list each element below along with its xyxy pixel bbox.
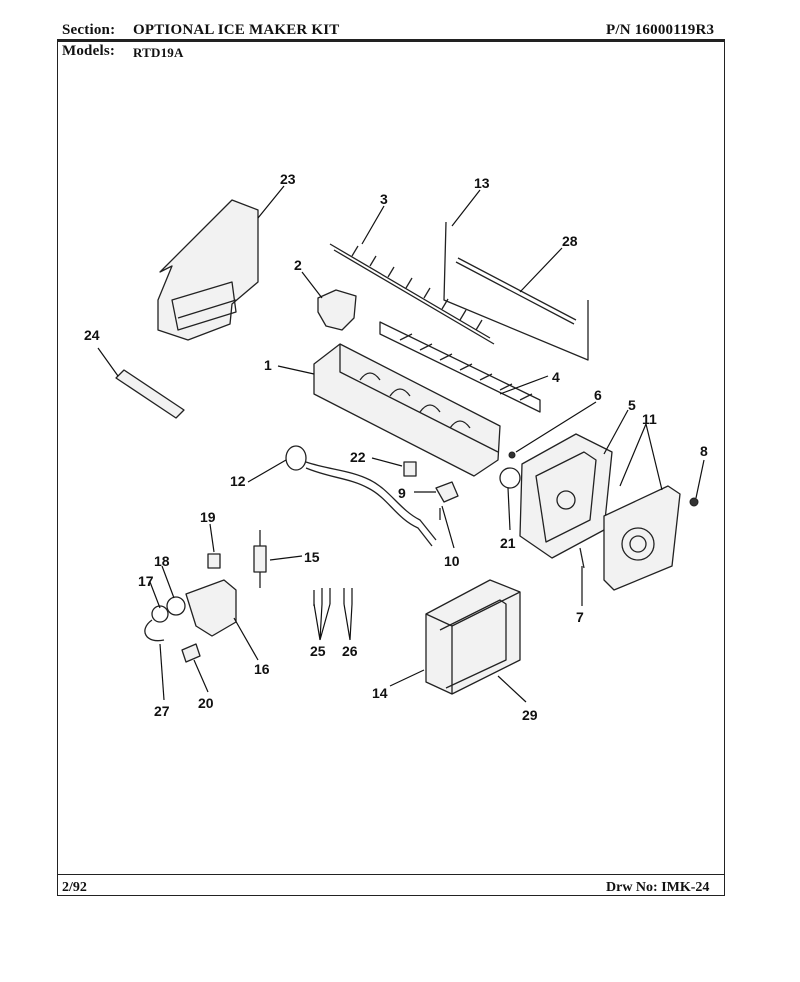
callout-17: 17	[138, 573, 154, 589]
part-3-ejector	[329, 243, 495, 345]
callout-14: 14	[372, 685, 388, 701]
part-19-nut	[207, 553, 221, 569]
part-2-bracket	[317, 289, 357, 331]
part-24-tube	[115, 369, 185, 419]
part-11-motor	[603, 485, 681, 591]
part-7-screw	[579, 547, 585, 569]
part-15-fitting	[253, 530, 267, 588]
header-rule	[57, 39, 725, 41]
callout-28: 28	[562, 233, 578, 249]
callout-5: 5	[628, 397, 636, 413]
drawing-number: Drw No: IMK-24	[606, 880, 710, 895]
callout-2: 2	[294, 257, 302, 273]
callout-26: 26	[342, 643, 358, 659]
callout-10: 10	[444, 553, 460, 569]
part-1-mold	[313, 343, 501, 477]
callout-29: 29	[522, 707, 538, 723]
part-5-housing	[519, 433, 613, 559]
part-23-cover	[157, 199, 259, 341]
callout-3: 3	[380, 191, 388, 207]
part-13-arm	[443, 221, 589, 361]
part-21-gear	[499, 467, 521, 489]
callout-7: 7	[576, 609, 584, 625]
callout-15: 15	[304, 549, 320, 565]
part-number: P/N 16000119R3	[606, 22, 715, 38]
footer-rule	[57, 874, 725, 875]
part-6-clip	[508, 451, 516, 459]
part-26-screws	[343, 588, 353, 604]
callout-8: 8	[700, 443, 708, 459]
models-label: Models:	[62, 43, 116, 59]
part-16-valve	[144, 579, 237, 642]
callout-1: 1	[264, 357, 272, 373]
part-9-bracket	[435, 481, 459, 503]
callout-21: 21	[500, 535, 516, 551]
part-4-stripper	[379, 321, 541, 413]
callout-23: 23	[280, 171, 296, 187]
callout-11: 11	[642, 411, 657, 427]
part-25-screws	[313, 588, 331, 606]
part-22-clip	[403, 461, 417, 477]
callout-12: 12	[230, 473, 246, 489]
part-14-bin	[425, 579, 521, 695]
callout-27: 27	[154, 703, 170, 719]
part-12-harness	[285, 445, 437, 547]
callout-13: 13	[474, 175, 490, 191]
callout-6: 6	[594, 387, 602, 403]
callout-18: 18	[154, 553, 170, 569]
part-20-clamp	[181, 643, 201, 663]
part-29-liner	[439, 599, 507, 689]
part-28-rod	[455, 257, 577, 325]
part-8-screw	[689, 497, 699, 507]
callout-19: 19	[200, 509, 216, 525]
callout-9: 9	[398, 485, 406, 501]
section-label: Section:	[62, 22, 116, 38]
callout-4: 4	[552, 369, 560, 385]
diagram-frame	[57, 41, 725, 896]
drawing-date: 2/92	[62, 880, 87, 895]
callout-16: 16	[254, 661, 270, 677]
models-value: RTD19A	[133, 45, 184, 60]
callout-20: 20	[198, 695, 214, 711]
callout-22: 22	[350, 449, 366, 465]
callout-24: 24	[84, 327, 100, 343]
callout-25: 25	[310, 643, 326, 659]
section-title: OPTIONAL ICE MAKER KIT	[133, 22, 340, 38]
